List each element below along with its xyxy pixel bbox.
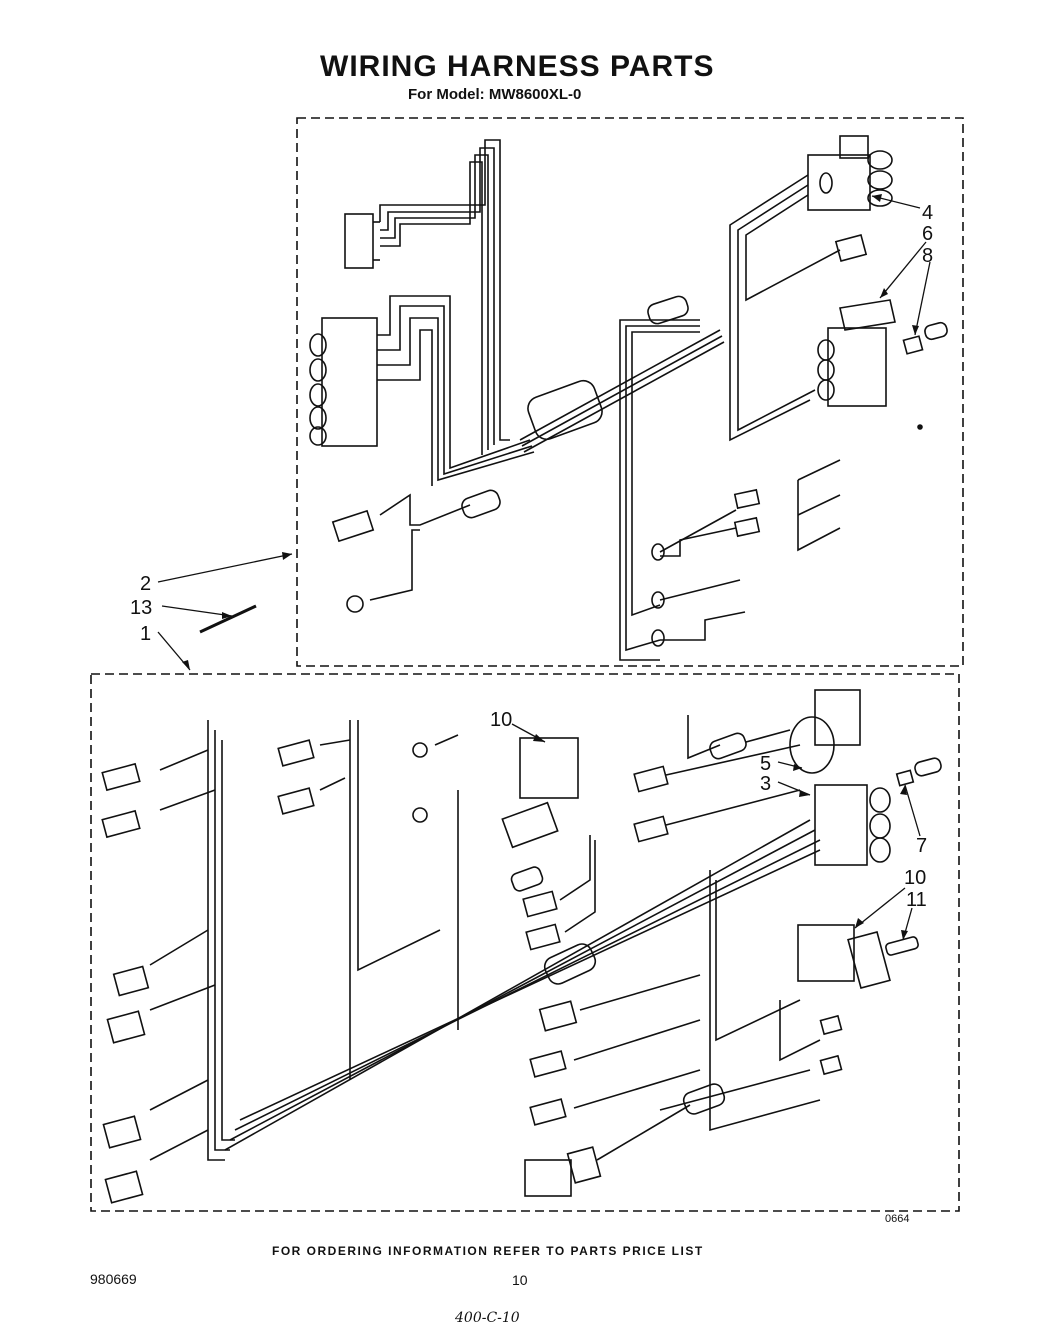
page-number: 10 — [512, 1272, 528, 1288]
callout-2: 2 — [140, 573, 151, 595]
lower-mid-verticals — [319, 720, 459, 1080]
callout-11: 11 — [906, 889, 927, 911]
upper-left-terminals — [331, 493, 471, 613]
callout-3: 3 — [760, 773, 771, 795]
lower-center-terminals — [510, 835, 596, 951]
lower-fuse-part-7 — [895, 757, 942, 787]
callout-7: 7 — [916, 835, 927, 857]
upper-center-sleeve — [519, 329, 725, 453]
lower-harness-panel — [90, 673, 960, 1212]
upper-harness-panel — [296, 117, 964, 667]
upper-right-mid-connector — [817, 299, 896, 407]
upper-inline-sleeve-left — [461, 489, 501, 519]
upper-inline-sleeve-top — [647, 295, 689, 325]
model-label: For Model: MW8600XL-0 — [408, 86, 582, 103]
upper-small-connector — [344, 213, 380, 269]
lower-connector-3 — [814, 784, 891, 866]
upper-lower-right-terminals — [651, 459, 841, 647]
drawing-code: 0664 — [885, 1213, 910, 1225]
callout-1: 1 — [140, 623, 151, 645]
tie-strap-13 — [199, 604, 257, 634]
lower-main-diagonal-bundle — [224, 819, 821, 1151]
document-number: 980669 — [90, 1271, 137, 1287]
callout-8: 8 — [922, 245, 933, 267]
lower-connector-10-top — [501, 737, 579, 849]
callout-10-bottom: 10 — [904, 867, 926, 889]
lower-connector-10-bottom — [797, 924, 919, 990]
callout-13: 13 — [130, 597, 152, 619]
upper-wire-bundle-a — [379, 139, 510, 455]
callout-10-top: 10 — [490, 709, 512, 731]
callout-6: 6 — [922, 223, 933, 245]
upper-small-plug-right — [834, 233, 868, 263]
upper-right-wires — [619, 174, 841, 661]
upper-top-right-connector — [807, 135, 893, 211]
handwritten-note: 400-C-10 — [455, 1310, 520, 1326]
ordering-note: FOR ORDERING INFORMATION REFER TO PARTS … — [272, 1244, 704, 1258]
upper-wire-bundle-b — [377, 295, 535, 486]
page-title: WIRING HARNESS PARTS — [320, 50, 715, 83]
upper-left-multipin-connector — [309, 317, 378, 447]
lower-mid-terminals — [277, 739, 428, 823]
callout-5: 5 — [760, 753, 771, 775]
lower-left-trunk — [149, 720, 235, 1161]
callout-4: 4 — [922, 202, 933, 224]
lower-center-bottom-terminals — [524, 974, 843, 1197]
lower-top-right-connector — [633, 689, 861, 843]
lower-right-verticals — [659, 870, 821, 1132]
lower-left-terminals — [101, 762, 150, 1204]
upper-fuse-part — [902, 321, 948, 355]
stray-dot — [917, 424, 923, 430]
callout-arrowheads — [182, 194, 919, 940]
